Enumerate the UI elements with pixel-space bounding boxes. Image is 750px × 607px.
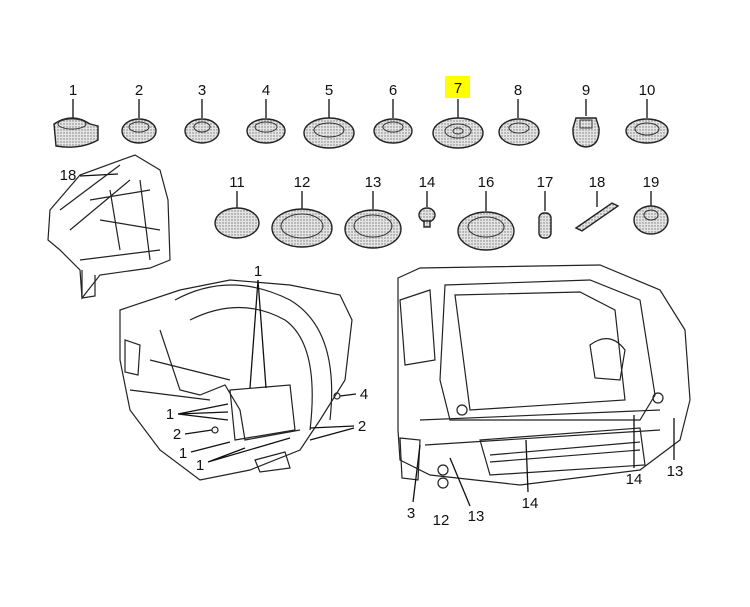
part-13[interactable]: 13 [344,174,402,249]
part-label: 1 [69,82,77,99]
callout-label: 3 [407,505,415,522]
part-11[interactable]: 11 [214,174,260,239]
part-1[interactable]: 1 [53,82,99,148]
part-12[interactable]: 12 [271,174,333,248]
part-label: 7 [454,80,462,97]
part-17[interactable]: 17 [537,174,554,239]
wheel-arch-drawing [119,279,353,481]
part-3[interactable]: 3 [184,82,220,144]
callout-label: 1 [254,263,262,280]
callout-label: 14 [522,495,539,512]
part-10[interactable]: 10 [625,82,669,144]
part-7[interactable]: 7 [432,80,484,149]
part-label: 19 [643,174,660,191]
part-label: 9 [582,82,590,99]
callout-label: 2 [173,426,181,443]
part-label: 8 [514,82,522,99]
part-8[interactable]: 8 [498,82,540,146]
callout-label: 1 [166,406,174,423]
part-label: 6 [389,82,397,99]
highlight-box [445,76,470,98]
part-16[interactable]: 16 [457,174,515,251]
part-9[interactable]: 9 [572,82,600,148]
callout-label: 12 [433,512,450,529]
callout-label: 1 [179,445,187,462]
callout-label: 1 [196,457,204,474]
part-label: 17 [537,174,554,191]
rear-hatch-drawing [397,264,691,489]
right-callouts: 3 12 13 14 14 13 [407,415,684,529]
part-18[interactable]: 18 [574,174,620,232]
part-label: 4 [262,82,270,99]
part-label: 16 [478,174,495,191]
callout-label: 13 [468,508,485,525]
part-4[interactable]: 4 [246,82,286,144]
part-14[interactable]: 14 [418,174,436,228]
part-6[interactable]: 6 [373,82,413,144]
left-callouts: 1 4 2 1 2 1 1 [166,263,368,474]
part-label: 18 [589,174,606,191]
part-label: 3 [198,82,206,99]
callout-label: 4 [360,386,368,403]
part-label: 10 [639,82,656,99]
part-label: 12 [294,174,311,191]
part-2[interactable]: 2 [121,82,157,144]
part-5[interactable]: 5 [303,82,355,149]
callout-label: 13 [667,463,684,480]
part-label: 14 [419,174,436,191]
inset-label: 18 [60,167,77,184]
callout-label: 14 [626,471,643,488]
inset-body-drawing: 18 [47,154,171,300]
part-label: 2 [135,82,143,99]
callout-label: 2 [358,418,366,435]
part-19[interactable]: 19 [633,174,669,235]
part-label: 5 [325,82,333,99]
part-label: 11 [229,174,245,191]
part-label: 13 [365,174,382,191]
